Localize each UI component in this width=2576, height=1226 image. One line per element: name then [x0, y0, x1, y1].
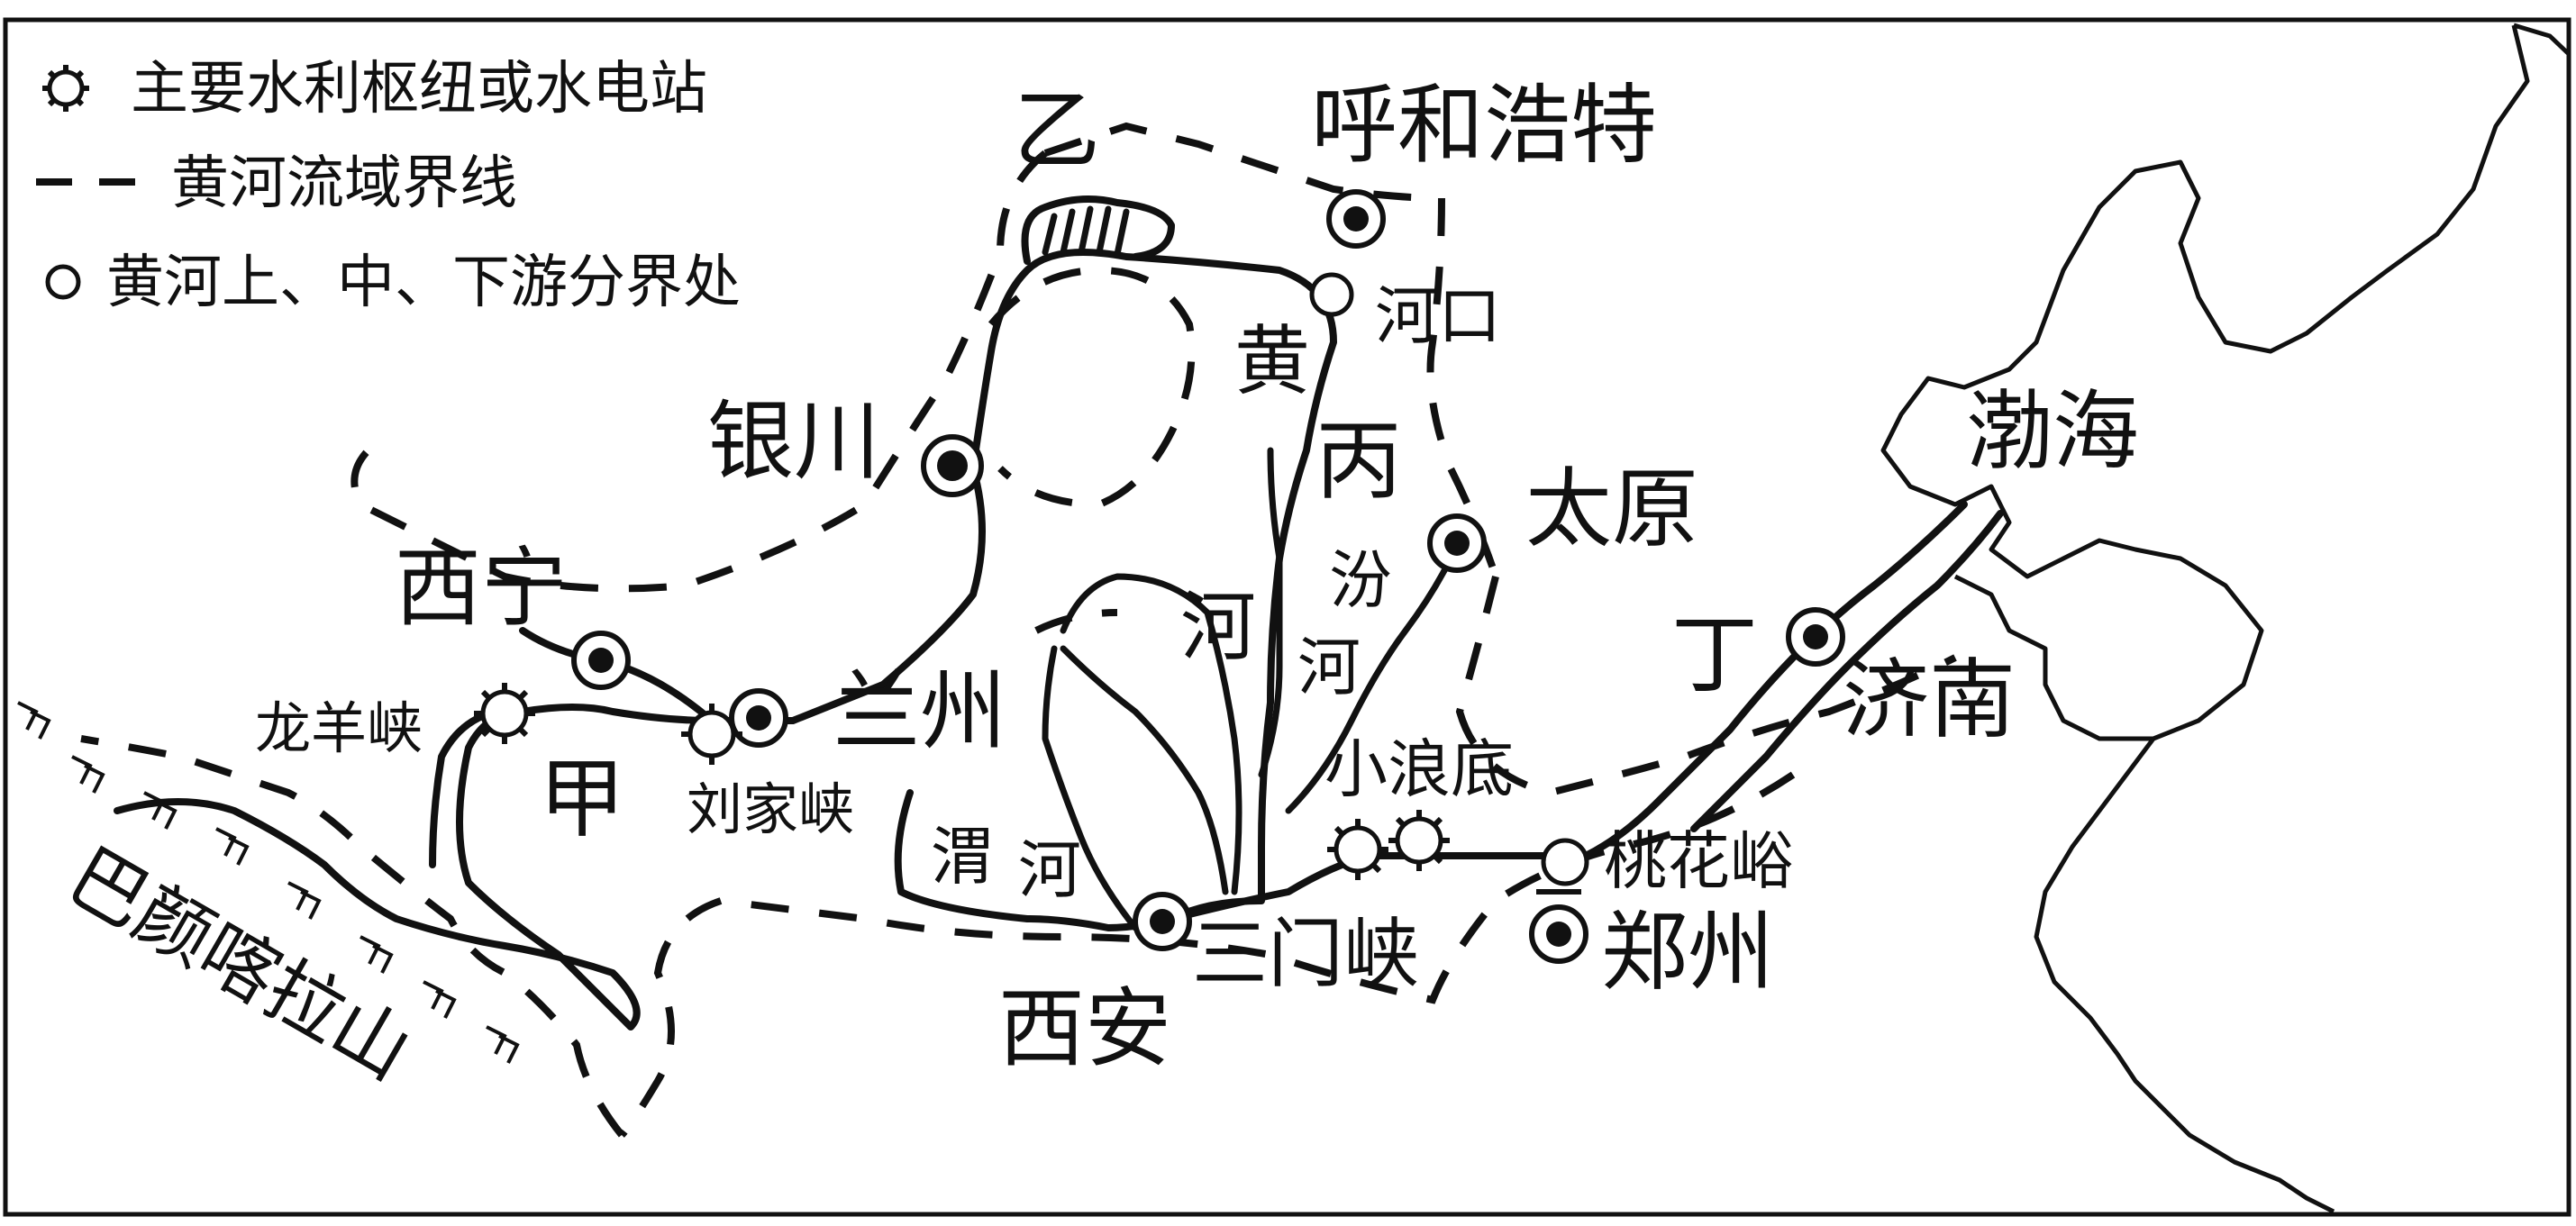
- label-lanzhou: 兰州: [833, 661, 1006, 762]
- label-jinan: 济南: [1843, 649, 2016, 750]
- dam-xiaolangdi-2-icon: [1388, 810, 1450, 871]
- basin-boundary-inner: [988, 266, 1196, 509]
- legend-division-icon: [45, 264, 81, 300]
- label-taohuayu: 桃花峪: [1604, 824, 1793, 898]
- basin-boundary-inner-2: [1034, 609, 1118, 634]
- label-river-wei-1: 渭: [931, 820, 994, 894]
- basin-boundary-west: [80, 735, 625, 1138]
- marker-jia: 甲: [539, 749, 625, 849]
- fen-river: [1285, 555, 1454, 814]
- dam-liujiaxia-icon: [681, 704, 742, 765]
- label-xian: 西安: [998, 978, 1171, 1079]
- label-longyangxia: 龙羊峡: [255, 695, 423, 761]
- city-yinchuan-symbol: [921, 434, 984, 497]
- basin-boundary-east: [1455, 576, 1957, 797]
- label-xiaolangdi: 小浪底: [1324, 732, 1514, 806]
- label-taiyuan: 太原: [1525, 459, 1698, 559]
- legend: 主要水利枢纽或水电站 黄河流域界线 黄河上、中、下游分界处: [36, 56, 741, 316]
- label-hekou: 河口: [1375, 279, 1501, 353]
- label-river-fen-1: 汾: [1329, 543, 1392, 617]
- legend-dam-icon: [42, 65, 89, 112]
- map-frame: [3, 17, 2571, 1217]
- division-point-hekou: [1309, 272, 1354, 317]
- label-river-huang-2: 河: [1180, 583, 1256, 671]
- label-liujiaxia: 刘家峡: [687, 776, 854, 842]
- city-lanzhou-symbol: [729, 688, 788, 748]
- huang-river-branch: [1258, 447, 1283, 778]
- division-point-taohuayu: [1541, 838, 1589, 886]
- basin-boundary: [350, 150, 1048, 593]
- legend-dam-label: 主要水利枢纽或水电站: [131, 56, 707, 123]
- marker-yi: 乙: [1014, 80, 1100, 181]
- label-river-huang-1: 黄: [1234, 317, 1310, 405]
- basin-boundary-north: [1043, 122, 1499, 578]
- shandong-coast: [2034, 737, 2335, 1214]
- upper-river-west: [429, 708, 499, 868]
- coast-east-edge: [2513, 23, 2571, 56]
- mountain-symbols: [17, 701, 520, 1064]
- legend-division-label: 黄河上、中、下游分界处: [106, 250, 741, 316]
- basin-boundary-south: [619, 771, 1796, 1138]
- label-river-fen-2: 河: [1297, 631, 1361, 704]
- hetao-lake-shading: [1042, 205, 1130, 258]
- wei-river-branch: [1060, 645, 1229, 895]
- city-zhengzhou-symbol: [1529, 889, 1588, 964]
- yellow-river: [114, 249, 1337, 1031]
- label-yinchuan: 银川: [707, 391, 880, 492]
- label-sanmenxia: 三门峡: [1192, 910, 1419, 998]
- label-river-wei-2: 河: [1018, 833, 1081, 907]
- city-jinan-symbol: [1786, 607, 1845, 667]
- city-xian-symbol: [1133, 892, 1192, 951]
- wei-river-branch-2: [1060, 573, 1242, 895]
- label-hohhot: 呼和浩特: [1311, 75, 1657, 176]
- legend-boundary-label: 黄河流域界线: [171, 150, 517, 217]
- label-xining: 西宁: [395, 538, 568, 639]
- wei-river: [1042, 645, 1139, 931]
- hetao-lake: [1021, 195, 1175, 265]
- yellow-river-lower-2: [1690, 510, 2004, 832]
- city-taiyuan-symbol: [1427, 513, 1487, 573]
- coastline: [1880, 24, 2530, 741]
- label-bohai: 渤海: [1966, 381, 2139, 482]
- dam-xiaolangdi-1-icon: [1327, 819, 1388, 880]
- city-xining-symbol: [571, 631, 631, 690]
- city-hohhot-symbol: [1326, 189, 1386, 249]
- marker-ding: 丁: [1671, 604, 1758, 705]
- dam-longyangxia-icon: [474, 683, 535, 744]
- marker-bing: 丙: [1315, 411, 1402, 512]
- label-zhengzhou: 郑州: [1601, 902, 1774, 1003]
- yellow-river-lower: [1168, 501, 1968, 922]
